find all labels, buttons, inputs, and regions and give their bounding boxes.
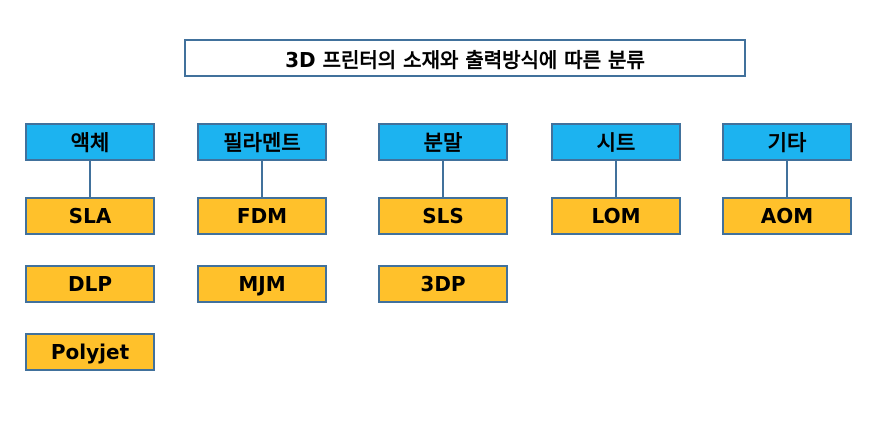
connector-sheet	[615, 161, 617, 197]
method-sls: SLS	[378, 197, 508, 235]
method-dlp: DLP	[25, 265, 155, 303]
category-liquid: 액체	[25, 123, 155, 161]
connector-powder	[442, 161, 444, 197]
method-lom: LOM	[551, 197, 681, 235]
category-other: 기타	[722, 123, 852, 161]
connector-filament	[261, 161, 263, 197]
method-3dp: 3DP	[378, 265, 508, 303]
category-powder: 분말	[378, 123, 508, 161]
method-mjm: MJM	[197, 265, 327, 303]
category-sheet: 시트	[551, 123, 681, 161]
connector-liquid	[89, 161, 91, 197]
method-sla: SLA	[25, 197, 155, 235]
connector-other	[786, 161, 788, 197]
method-aom: AOM	[722, 197, 852, 235]
method-fdm: FDM	[197, 197, 327, 235]
method-polyjet: Polyjet	[25, 333, 155, 371]
diagram-title: 3D 프린터의 소재와 출력방식에 따른 분류	[184, 39, 746, 77]
category-filament: 필라멘트	[197, 123, 327, 161]
